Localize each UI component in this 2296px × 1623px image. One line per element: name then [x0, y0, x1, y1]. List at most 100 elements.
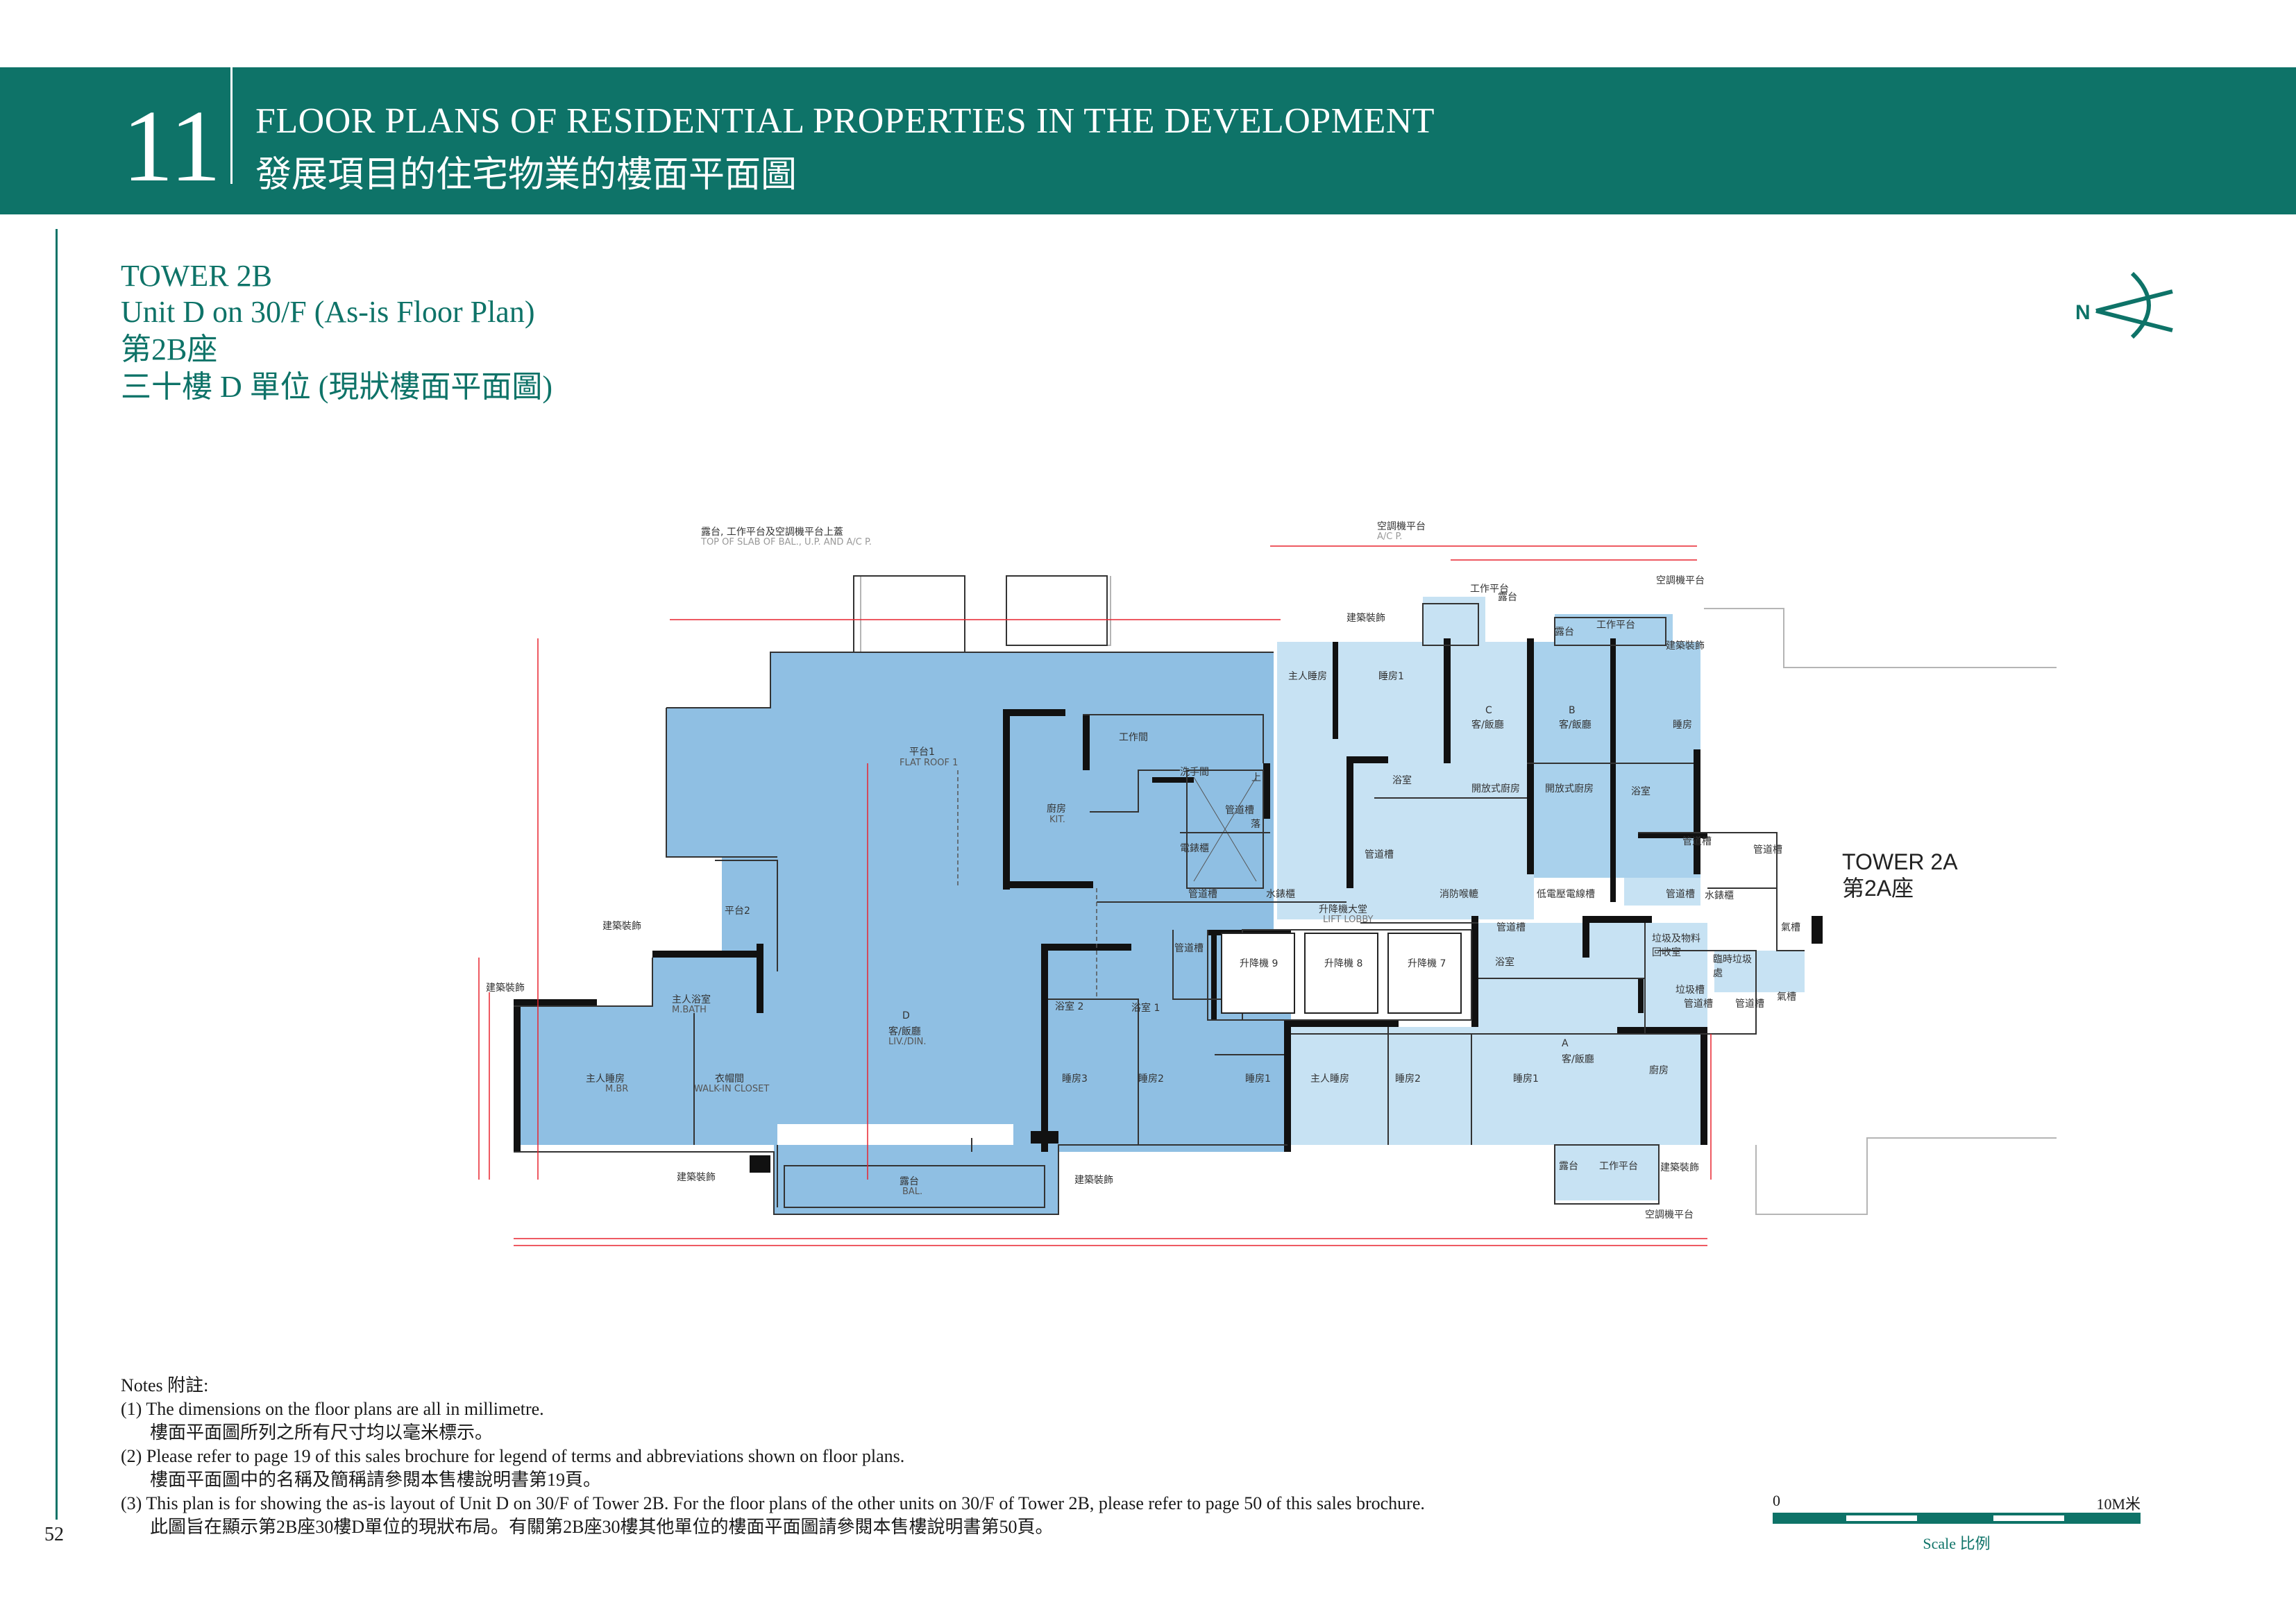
label-open-kitchen-b: 開放式廚房 [1545, 783, 1594, 794]
label-lavatory: 洗手間 [1180, 767, 1209, 778]
label-pipe-duct-10: 管道槽 [1735, 999, 1764, 1010]
adjacent-tower-zh: 第2A座 [1842, 876, 1914, 901]
label-flat-roof-en: FLAT ROOF 1 [900, 758, 959, 768]
label-refuse-room: 垃圾及物料回收室 [1652, 933, 1700, 958]
dimension-lines [478, 545, 1712, 1246]
label-top-slab: 露台, 工作平台及空調機平台上蓋 [701, 527, 843, 538]
label-arch-feature-2: 建築裝飾 [1666, 640, 1705, 652]
label-living-a: 客/飯廳 [1562, 1054, 1594, 1065]
label-chute-up: 上 [1251, 772, 1261, 783]
label-bed-1-a: 睡房1 [1513, 1073, 1539, 1085]
label-walk-in: 衣帽間 [715, 1073, 744, 1085]
scale-end: 10M米 [2096, 1495, 2141, 1513]
label-ac-platform-top-en: A/C P. [1377, 532, 1403, 542]
label-bed-2-a: 睡房2 [1395, 1073, 1421, 1085]
left-margin-rule [56, 229, 58, 1520]
label-utility-room: 工作間 [1119, 732, 1148, 743]
section-title-en: FLOOR PLANS OF RESIDENTIAL PROPERTIES IN… [255, 101, 1435, 141]
label-arch-feature-5: 建築裝飾 [677, 1172, 716, 1183]
label-lift-8: 升降機 8 [1324, 958, 1363, 969]
label-master-bed-a: 主人睡房 [1310, 1073, 1349, 1085]
unit-heading-zh: 三十樓 D 單位 (現狀樓面平面圖) [121, 370, 553, 404]
scale-bar: 0 10M米 Scale 比例 [1773, 1492, 2141, 1554]
unit-heading-en: Unit D on 30/F (As-is Floor Plan) [121, 295, 535, 329]
unit-d-area [514, 652, 1291, 1214]
label-bath-1: 浴室 1 [1131, 1003, 1160, 1014]
label-arch-feature-1: 建築裝飾 [1347, 613, 1385, 624]
label-pipe-duct-2: 管道槽 [1188, 889, 1217, 900]
label-master-bed-c: 主人睡房 [1288, 671, 1327, 682]
label-kitchen-en: KIT. [1049, 815, 1065, 825]
label-unit-c: C [1485, 705, 1492, 716]
label-unit-d-code: D [902, 1010, 910, 1021]
label-unit-b: B [1569, 705, 1576, 716]
label-lift-lobby: 升降機大堂 [1319, 904, 1367, 915]
label-lift-lobby-en: LIFT LOBBY [1323, 915, 1374, 925]
compass-arrow [2095, 289, 2173, 332]
lift-cars [1221, 933, 1462, 1014]
label-flat-roof: 平台1 [909, 747, 935, 758]
label-balcony-d: 露台 [900, 1176, 919, 1187]
note-3-en: (3) This plan is for showing the as-is l… [121, 1493, 1425, 1513]
label-pipe-duct-8: 管道槽 [1174, 943, 1204, 954]
section-number: 11 [122, 90, 221, 203]
banner-divider [230, 67, 233, 184]
label-bed-1-d: 睡房1 [1245, 1073, 1271, 1085]
label-pipe-duct-7: 管道槽 [1496, 922, 1526, 933]
label-refuse-chute: 垃圾槽 [1675, 985, 1705, 996]
label-lift-9: 升降機 9 [1240, 958, 1278, 969]
north-compass: N [2075, 271, 2173, 339]
label-pipe-duct-9: 管道槽 [1684, 999, 1713, 1010]
section-banner: 11 FLOOR PLANS OF RESIDENTIAL PROPERTIES… [0, 67, 2296, 214]
label-living-c: 客/飯廳 [1471, 720, 1504, 731]
label-flat-roof-2: 平台2 [725, 906, 750, 917]
note-2-en: (2) Please refer to page 19 of this sale… [121, 1446, 905, 1466]
label-open-kitchen-c: 開放式廚房 [1471, 783, 1520, 794]
label-balcony-a: 露台 [1559, 1161, 1578, 1172]
label-chute-down: 落 [1251, 819, 1260, 830]
label-living-b: 客/飯廳 [1559, 720, 1592, 731]
tower-heading-zh: 第2B座 [121, 332, 218, 366]
section-title-zh: 發展項目的住宅物業的樓面平面圖 [255, 155, 797, 195]
label-bath-c: 浴室 [1392, 775, 1412, 786]
label-gas-duct-1: 氣槽 [1781, 922, 1800, 933]
label-top-slab-en: TOP OF SLAB OF BAL., U.P. AND A/C P. [701, 537, 872, 547]
label-bath-b: 浴室 [1631, 786, 1651, 797]
label-kitchen: 廚房 [1047, 804, 1066, 815]
label-utility-platform-c: 工作平台 [1470, 584, 1509, 595]
label-bath-2: 浴室 2 [1055, 1001, 1084, 1012]
label-gas-duct-2: 氣槽 [1777, 992, 1796, 1003]
label-elec-meter: 電錶櫃 [1180, 843, 1209, 854]
label-balcony-d-en: BAL. [902, 1187, 923, 1197]
label-master-bath: 主人浴室 [672, 994, 711, 1005]
label-master-bath-en: M.BATH [672, 1005, 707, 1015]
label-pipe-duct-1: 管道槽 [1225, 805, 1254, 816]
label-pipe-duct-4: 管道槽 [1666, 889, 1695, 900]
label-bed-3: 睡房3 [1062, 1073, 1088, 1085]
structural-walls [514, 638, 1823, 1173]
tower-heading-en: TOWER 2B [121, 259, 272, 293]
label-lift-7: 升降機 7 [1408, 958, 1446, 969]
chute-lines [957, 770, 1097, 999]
label-balcony-b: 露台 [1555, 627, 1574, 638]
label-pipe-duct-3: 管道槽 [1365, 849, 1394, 860]
label-arch-feature-3: 建築裝飾 [602, 921, 641, 932]
label-pipe-duct-6: 管道槽 [1753, 844, 1782, 856]
label-arch-feature-7: 建築裝飾 [1660, 1162, 1699, 1173]
label-unit-a: A [1562, 1038, 1569, 1049]
label-master-bed-d-en: M.BR [605, 1084, 629, 1094]
note-3-zh: 此圖旨在顯示第2B座30樓D單位的現狀布局。有關第2B座30樓其他單位的樓面平面… [150, 1517, 1054, 1537]
notes-heading: Notes 附註: [121, 1375, 209, 1395]
label-ac-platform-right: 空調機平台 [1656, 575, 1705, 586]
notes-block: Notes 附註: (1) The dimensions on the floo… [121, 1374, 1425, 1539]
label-balcony-c: 露台 [1498, 592, 1517, 603]
scale-ruler [1773, 1513, 2141, 1524]
label-elv-duct: 低電壓電線槽 [1537, 889, 1595, 900]
label-master-bed-d: 主人睡房 [586, 1073, 625, 1085]
scale-label: Scale 比例 [1923, 1535, 1991, 1552]
adjacent-tower-en: TOWER 2A [1842, 849, 1958, 874]
label-arch-feature-4: 建築裝飾 [486, 983, 525, 994]
compass-label: N [2075, 301, 2091, 324]
adjacent-tower-label: TOWER 2A 第2A座 [1842, 849, 1958, 901]
